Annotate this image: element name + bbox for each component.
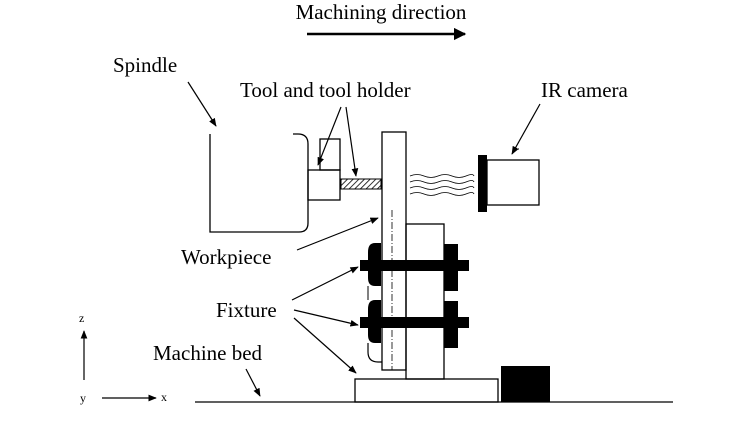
workpiece-leader-arrow (296, 217, 379, 251)
tool-label: Tool and tool holder (240, 78, 411, 102)
fixture-leader-arrow-2 (293, 309, 359, 327)
fixture-clamp-foot (367, 343, 382, 363)
spindle-leader-arrow (187, 81, 217, 127)
ir-camera-body (486, 159, 540, 206)
fixture-bolt-upper (360, 260, 469, 271)
ir-camera-label: IR camera (541, 78, 629, 102)
fixture-nut-upper (444, 244, 458, 291)
machine-bed-label: Machine bed (153, 341, 263, 365)
fixture-base-plate (354, 378, 499, 403)
spindle-label: Spindle (113, 53, 177, 77)
machine-bed-leader-arrow (245, 368, 261, 397)
fixture-leader-arrow-3 (293, 317, 357, 374)
fixture-label: Fixture (216, 298, 277, 322)
ir-radiation-waves (409, 174, 475, 196)
workpiece-label: Workpiece (181, 245, 271, 269)
z-axis-label: z (79, 311, 84, 325)
tool-holder-leader-arrow (317, 106, 342, 166)
tool-holder (307, 169, 341, 201)
tool-holder-collar (319, 138, 341, 171)
x-axis-label: x (161, 390, 167, 404)
cutting-tool (340, 178, 382, 190)
workpiece (381, 131, 407, 371)
tool-leader-arrow (345, 106, 359, 177)
fixture-bolt-lower (360, 317, 469, 328)
spindle-body (209, 133, 309, 233)
ir-camera-leader-arrow (511, 103, 541, 155)
fixture-back-block (405, 223, 445, 380)
y-axis-label: y (80, 391, 86, 405)
ir-camera-lens (478, 155, 487, 212)
fixture-leader-arrow-1 (291, 266, 359, 301)
fixture-nut-lower (444, 301, 458, 348)
machine-bed-block (501, 366, 550, 402)
machining-direction-label: Machining direction (296, 0, 467, 24)
